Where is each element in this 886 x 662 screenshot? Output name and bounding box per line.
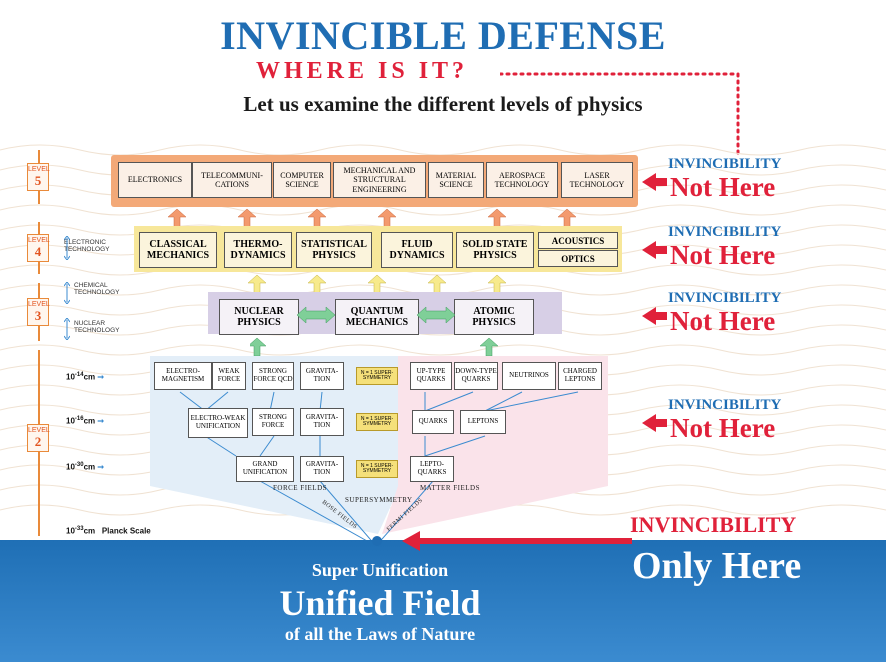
level2-box: NEUTRINOS <box>502 362 556 390</box>
supersymmetry-label: SUPERSYMMETRY <box>345 496 413 504</box>
unified-field-label: Unified Field <box>279 583 481 623</box>
supersymmetry-link: N = 1 SUPER-SYMMETRY <box>356 460 398 478</box>
level2-box: LEPTO-QUARKS <box>410 456 454 482</box>
level2-box: LEPTONS <box>460 410 506 434</box>
scale-16: 10-16cm ➞ <box>66 416 105 426</box>
scale-33: 10-33cm Planck Scale <box>66 526 151 536</box>
level4-box: SOLID STATE PHYSICS <box>456 232 534 268</box>
subtitle: WHERE IS IT? <box>256 58 469 84</box>
nuclear-technology-label: NUCLEAR TECHNOLOGY <box>74 320 120 335</box>
page-title: INVINCIBLE DEFENSE <box>220 13 666 58</box>
supersymmetry-link: N = 1 SUPER-SYMMETRY <box>356 367 398 385</box>
scale-14: 10-14cm ➞ <box>66 372 105 382</box>
level5-box: MATERIAL SCIENCE <box>428 162 484 198</box>
level5-box: AEROSPACE TECHNOLOGY <box>486 162 558 198</box>
chemical-technology-label: CHEMICAL TECHNOLOGY <box>74 282 120 297</box>
up-arrows-level2 <box>250 337 499 356</box>
level4-box: OPTICS <box>538 250 618 267</box>
super-unification-label: Super Unification <box>311 560 449 580</box>
updown-arrow-icon <box>64 282 70 304</box>
level2-box: STRONG FORCE QCD <box>252 362 294 390</box>
laws-of-nature-label: of all the Laws of Nature <box>284 624 476 644</box>
level5-box: TELECOMMUNI-CATIONS <box>192 162 272 198</box>
level2-box: QUARKS <box>412 410 454 434</box>
dotted-connector <box>500 72 740 158</box>
updown-arrow-icon <box>64 236 70 260</box>
unified-field-band <box>0 540 886 662</box>
tagline: Let us examine the different levels of p… <box>243 92 643 116</box>
level2-box: GRAVITA-TION <box>300 408 344 436</box>
level4-box: STATISTICAL PHYSICS <box>296 232 372 268</box>
level3-box: NUCLEAR PHYSICS <box>219 299 299 335</box>
level2-box: ELECTRO-MAGNETISM <box>154 362 212 390</box>
only-here-label: Only Here <box>632 545 802 587</box>
level2-box: WEAK FORCE <box>212 362 246 390</box>
only-here-arrow-bar <box>418 538 632 544</box>
level5-box: COMPUTER SCIENCE <box>273 162 331 198</box>
level3-box: QUANTUM MECHANICS <box>335 299 419 335</box>
updown-arrow-icon <box>64 318 70 340</box>
level5-box: MECHANICAL AND STRUCTURAL ENGINEERING <box>333 162 426 198</box>
level2-box: DOWN-TYPE QUARKS <box>454 362 498 390</box>
level2-box: GRAND UNIFICATION <box>236 456 294 482</box>
matter-fields-label: MATTER FIELDS <box>420 484 480 492</box>
level2-box: CHARGED LEPTONS <box>558 362 602 390</box>
level2-box: ELECTRO-WEAK UNIFICATION <box>188 408 248 438</box>
level4-box: CLASSICAL MECHANICS <box>139 232 217 268</box>
level5-box: LASER TECHNOLOGY <box>561 162 633 198</box>
scale-30: 10-30cm ➞ <box>66 462 105 472</box>
level5-box: ELECTRONICS <box>118 162 192 198</box>
double-arrow-icon <box>297 306 335 324</box>
supersymmetry-link: N = 1 SUPER-SYMMETRY <box>356 413 398 431</box>
only-here-arrow-head <box>402 531 420 551</box>
level2-box: UP-TYPE QUARKS <box>410 362 452 390</box>
electronic-technology-label: ELECTRONIC TECHNOLOGY <box>64 239 110 254</box>
level2-connectors <box>150 391 608 546</box>
unified-field-point <box>372 536 382 546</box>
force-fields-label: FORCE FIELDS <box>273 484 328 492</box>
level4-box: ACOUSTICS <box>538 232 618 249</box>
invincibility-only-here-label: INVINCIBILITY <box>630 512 797 537</box>
level4-box: FLUID DYNAMICS <box>381 232 453 268</box>
level4-box: THERMO-DYNAMICS <box>224 232 292 268</box>
level2-box: GRAVITA-TION <box>300 456 344 482</box>
level3-box: ATOMIC PHYSICS <box>454 299 534 335</box>
double-arrow-icon <box>417 306 455 324</box>
level2-box: STRONG FORCE <box>252 408 294 436</box>
up-arrows-level3 <box>247 274 507 293</box>
up-arrows-level4 <box>167 208 577 227</box>
level2-box: GRAVITA-TION <box>300 362 344 390</box>
